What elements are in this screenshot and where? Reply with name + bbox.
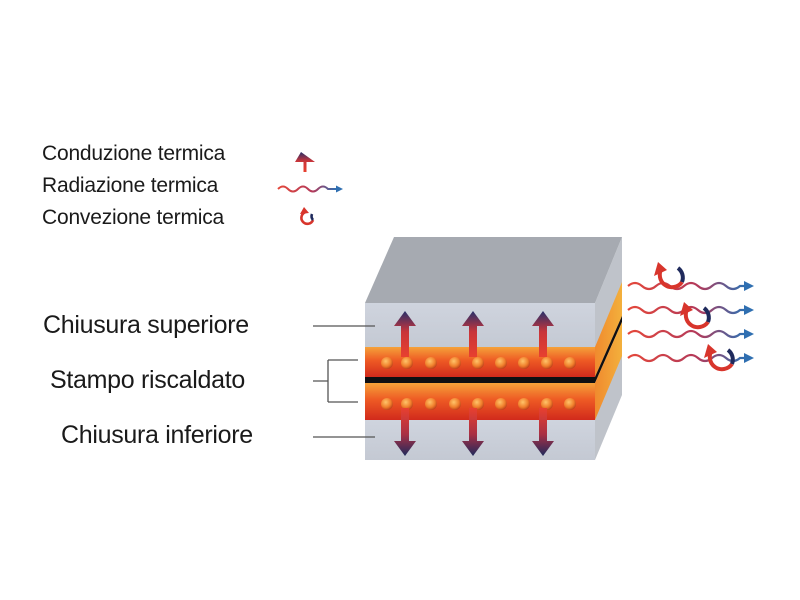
conduction-arrows-down (394, 408, 554, 456)
radiation-wave-icon (277, 185, 343, 193)
legend-conduction-label: Conduzione termica (42, 142, 226, 165)
radiation-wave-icon (627, 329, 754, 339)
conduction-arrows-up (394, 311, 554, 357)
leader-heated-mold (313, 359, 358, 403)
press-block (365, 237, 622, 460)
up-arrow-icon (394, 311, 416, 357)
up-arrow-icon (462, 311, 484, 357)
radiation-wave-icon (627, 281, 754, 291)
convection-swirl-icon (704, 344, 735, 372)
heating-row-upper (381, 357, 576, 369)
convection-swirl-icon (300, 207, 315, 226)
radiation-waves (627, 281, 754, 363)
label-heated-mold: Stampo riscaldato (50, 366, 245, 394)
lower-closure-face (365, 420, 595, 460)
label-lower-closure: Chiusura inferiore (61, 421, 253, 449)
down-arrow-icon (532, 408, 554, 456)
legend-convection-label: Convezione termica (42, 206, 224, 229)
down-arrow-icon (394, 408, 416, 456)
convection-swirl-icon (680, 302, 711, 330)
block-top-face (365, 237, 622, 303)
conduction-arrow-icon (295, 152, 315, 172)
up-arrow-icon (532, 311, 554, 357)
legend-radiation-label: Radiazione termica (42, 174, 219, 197)
heating-row-lower (381, 398, 576, 410)
down-arrow-icon (462, 408, 484, 456)
radiation-wave-icon (627, 353, 754, 363)
leader-lines (313, 325, 375, 438)
convection-swirls (654, 262, 735, 372)
label-upper-closure: Chiusura superiore (43, 311, 249, 339)
convection-swirl-icon (654, 262, 685, 290)
heating-elements (381, 357, 576, 410)
